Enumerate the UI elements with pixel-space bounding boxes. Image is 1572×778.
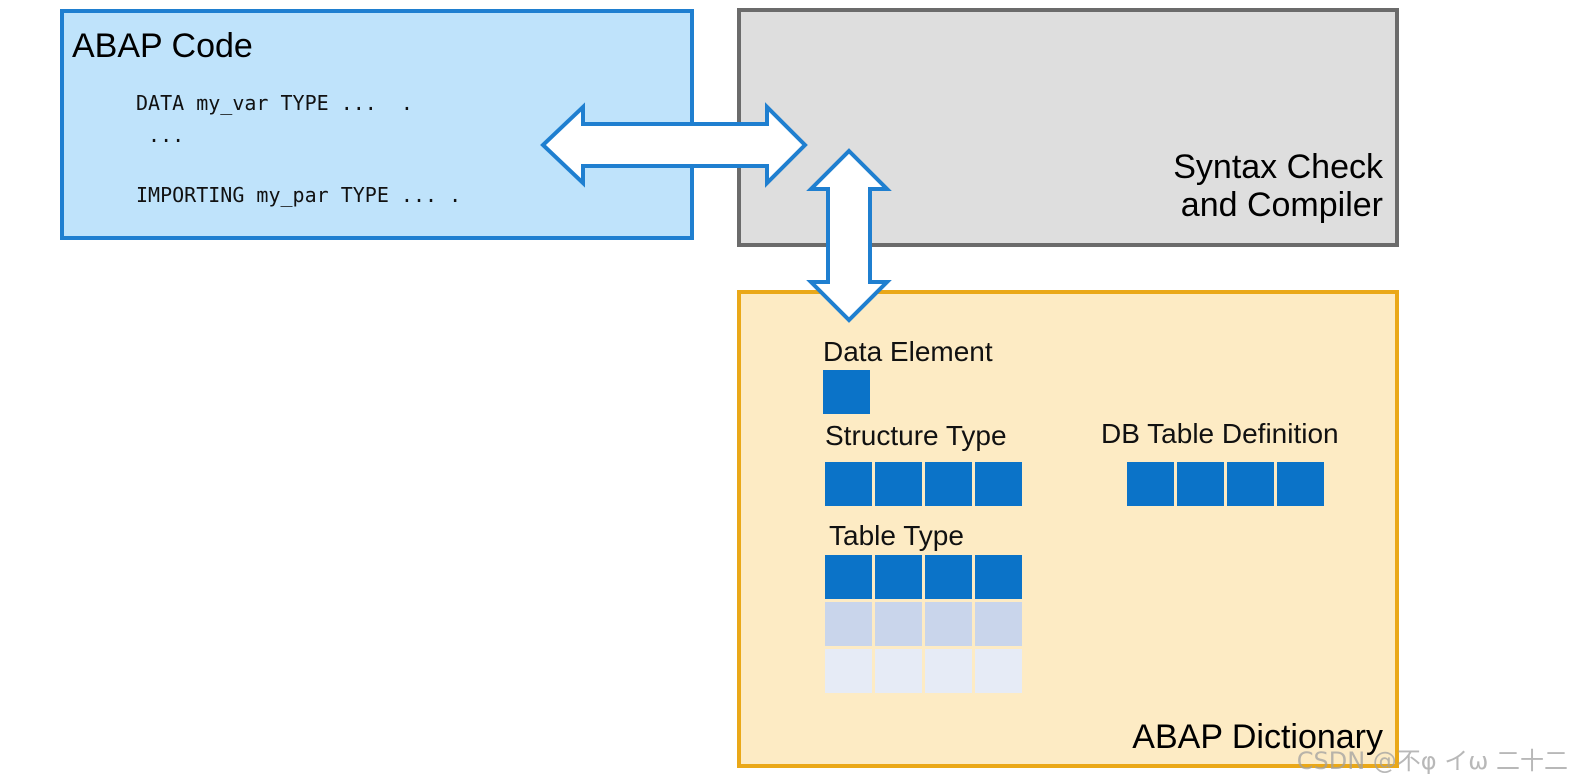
compiler-box: Syntax Check and Compiler (737, 8, 1399, 247)
code-line: DATA my_var TYPE ... . (136, 91, 413, 115)
code-line: IMPORTING my_par TYPE ... . (136, 183, 462, 207)
table-type-cell (975, 649, 1022, 693)
table-type-row (825, 602, 1022, 646)
abap-code-title: ABAP Code (72, 27, 253, 65)
watermark-text: CSDN @不φ イω 二十二 (1296, 747, 1568, 775)
abap-code-box: ABAP Code DATA my_var TYPE ... . ... IMP… (60, 9, 694, 240)
db-table-definition-grid (1127, 462, 1324, 506)
table-type-cell (825, 649, 872, 693)
db-table-cell (1127, 462, 1174, 506)
table-type-label: Table Type (829, 520, 964, 551)
db-table-cell (1177, 462, 1224, 506)
table-type-cell (925, 602, 972, 646)
db-table-cell (1277, 462, 1324, 506)
structure-type-cell (825, 462, 872, 506)
table-type-header-row (825, 555, 1022, 599)
code-line: ... (136, 123, 185, 147)
structure-type-label: Structure Type (825, 420, 1007, 451)
table-type-cell (925, 555, 972, 599)
table-type-row (825, 649, 1022, 693)
db-table-cell (1227, 462, 1274, 506)
table-type-cell (975, 555, 1022, 599)
table-type-cell (825, 602, 872, 646)
structure-type-cell (975, 462, 1022, 506)
table-type-cell (975, 602, 1022, 646)
data-element-label: Data Element (823, 336, 993, 367)
dictionary-title: ABAP Dictionary (1132, 717, 1383, 756)
db-table-definition-label: DB Table Definition (1101, 418, 1339, 449)
structure-type-cell (925, 462, 972, 506)
table-type-cell (825, 555, 872, 599)
table-type-cell (875, 555, 922, 599)
compiler-title: Syntax Check and Compiler (1173, 148, 1383, 225)
table-type-cell (875, 602, 922, 646)
structure-type-cell (875, 462, 922, 506)
dictionary-box: Data Element Structure Type DB Table Def… (737, 290, 1399, 768)
table-type-cell (875, 649, 922, 693)
data-element-cell (823, 370, 870, 414)
table-type-cell (925, 649, 972, 693)
structure-type-grid (825, 462, 1022, 506)
